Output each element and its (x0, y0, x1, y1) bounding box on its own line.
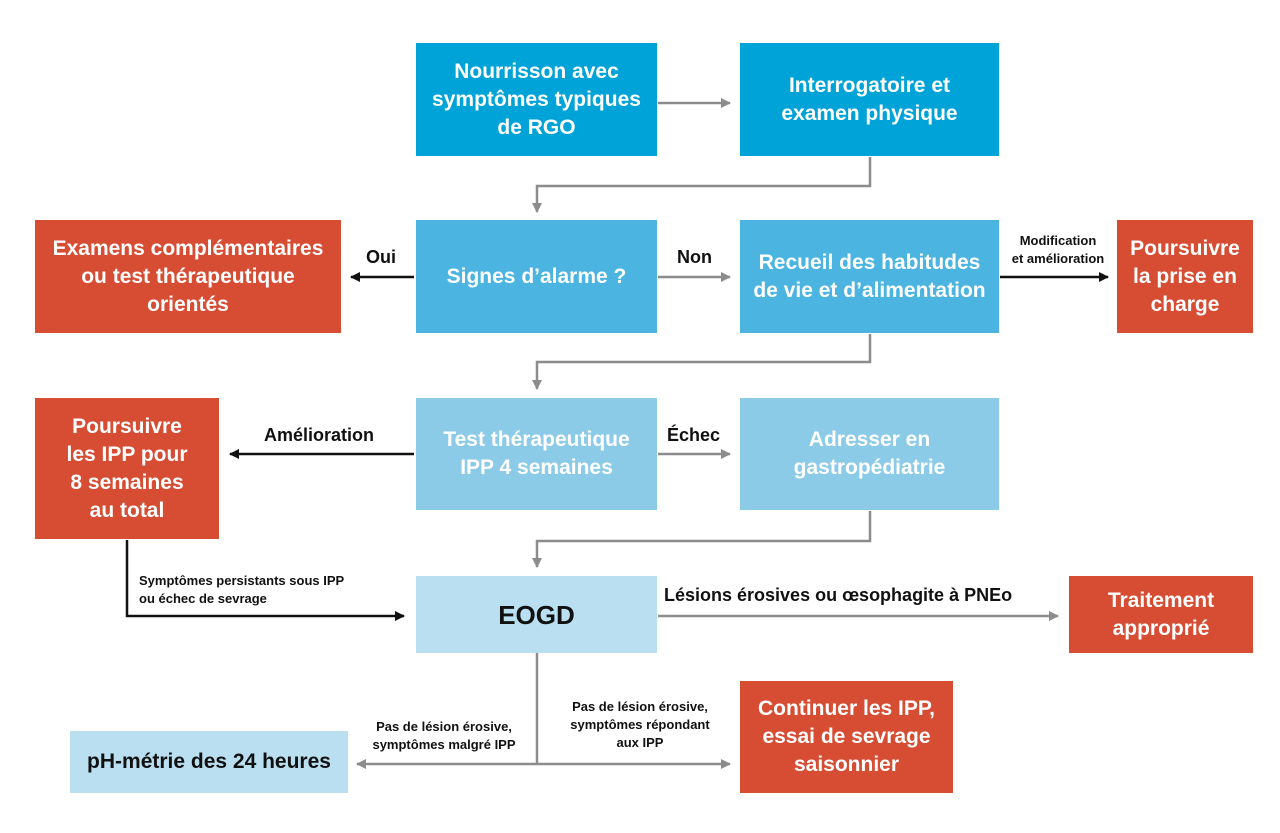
box-alarm-signs: Signes d’alarme ? (416, 220, 657, 333)
label-amelioration: Amélioration (264, 425, 375, 445)
label-no-lesion-symptoms: Pas de lésion érosive, symptômes malgré … (372, 719, 516, 752)
box-continue-ipp-weaning: Continuer les IPP, essai de sevrage sais… (740, 681, 953, 793)
box-continue-care: Poursuivre la prise en charge (1117, 220, 1253, 333)
arrow-lifestyle-to-test (532, 334, 872, 390)
box-ph-metry: pH-métrie des 24 heures (70, 731, 348, 793)
label-modification-amelioration: Modification et amélioration (1011, 233, 1105, 266)
label-no-lesion-response: Pas de lésion érosive, symptômes réponda… (570, 699, 710, 750)
box-refer-gastro: Adresser en gastropédiatrie (740, 398, 999, 510)
box-lifestyle-feeding: Recueil des habitudes de vie et d’alimen… (740, 220, 999, 333)
box-eogd: EOGD (416, 576, 657, 653)
box-appropriate-treatment: Traitement approprié (1069, 576, 1253, 653)
label-oui: Oui (366, 247, 396, 267)
box-complementary-exams: Examens complémentaires ou test thérapeu… (35, 220, 341, 333)
arrow-refer-to-eogd (532, 511, 872, 568)
label-echec: Échec (667, 425, 721, 445)
arrow-continue-ipp-to-eogd (125, 540, 405, 621)
box-history-physical-exam: Interrogatoire et examen physique (740, 43, 999, 156)
box-infant-gerd-symptoms: Nourrisson avec symptômes typiques de RG… (416, 43, 657, 156)
box-continue-ipp-8-weeks: Poursuivre les IPP pour 8 semaines au to… (35, 398, 219, 539)
label-persistent-symptoms: Symptômes persistants sous IPP ou échec … (139, 573, 345, 606)
label-non: Non (677, 247, 712, 267)
arrow-history-to-alarm (532, 157, 872, 213)
box-ipp-therapeutic-test: Test thérapeutique IPP 4 semaines (416, 398, 657, 510)
label-erosive-lesions: Lésions érosives ou œsophagite à PNEo (664, 585, 1013, 605)
